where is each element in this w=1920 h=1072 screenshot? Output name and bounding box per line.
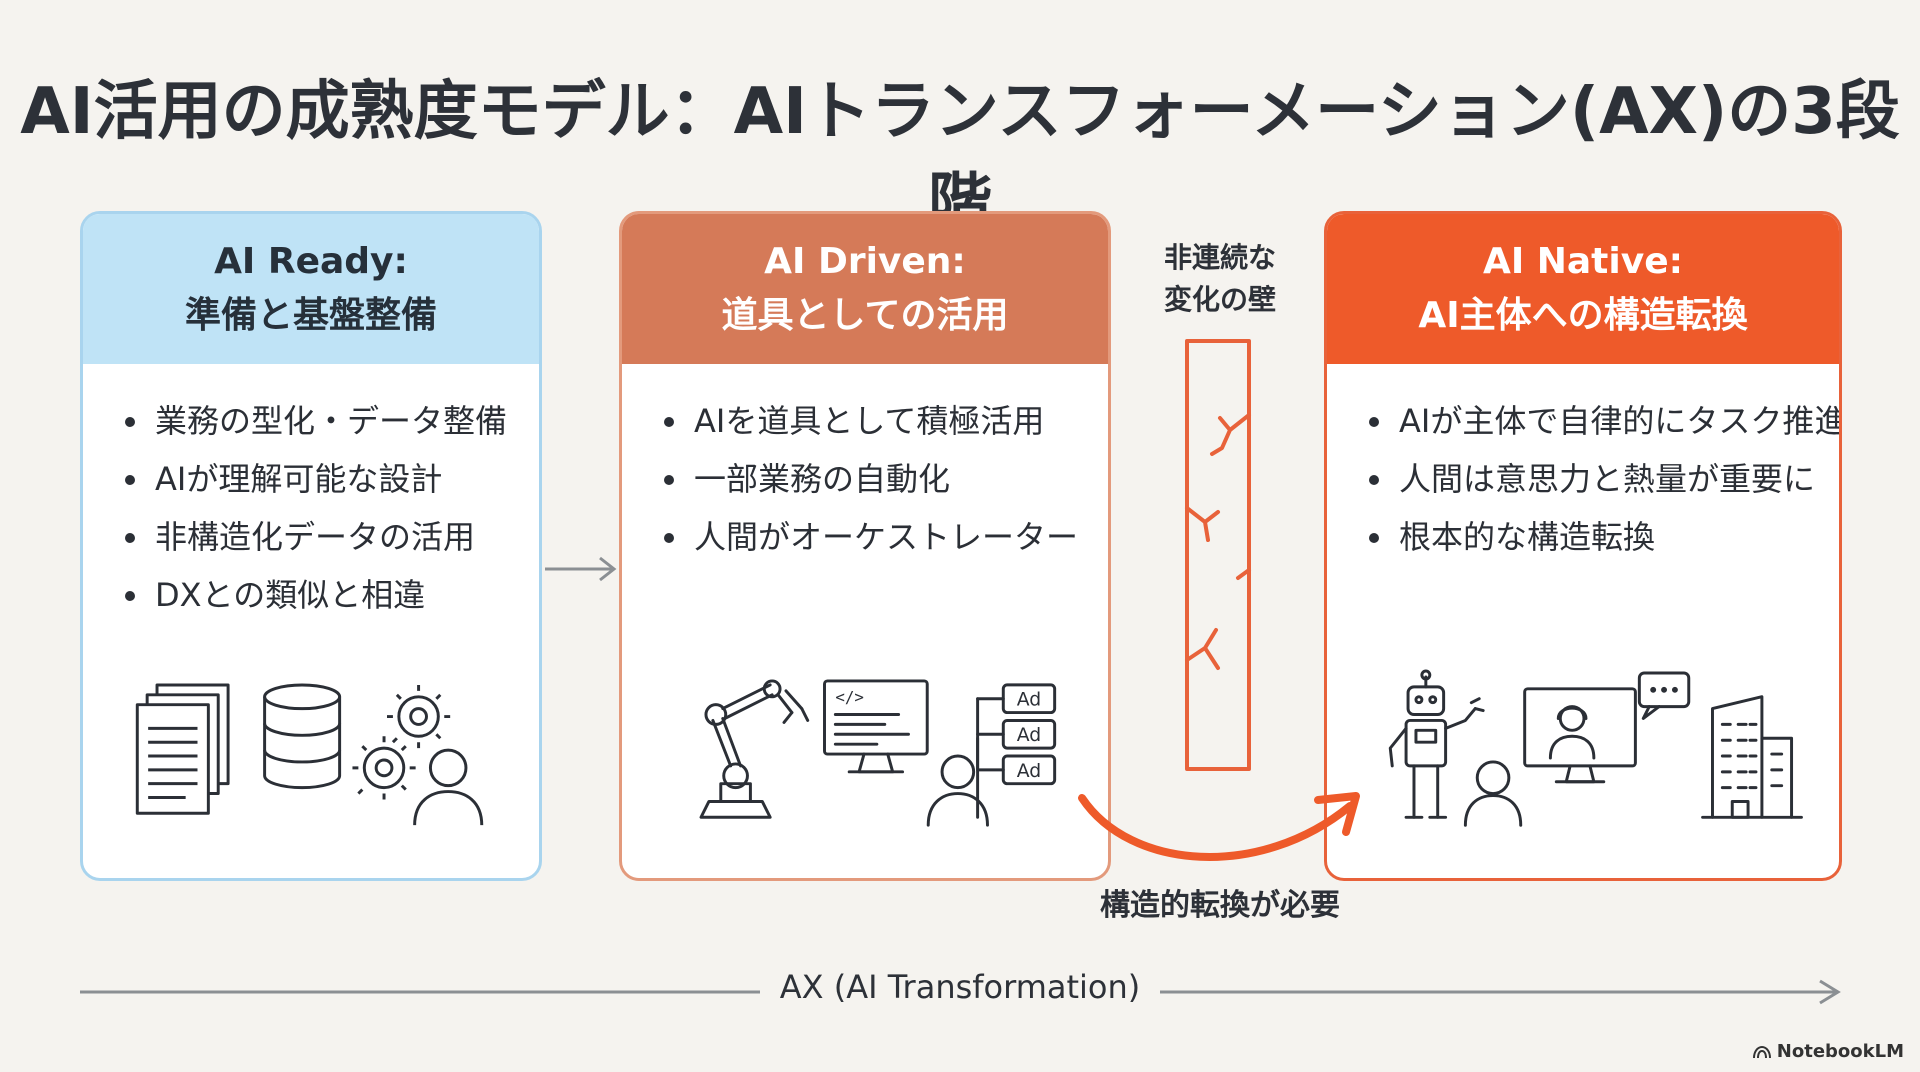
automation-illustration: </> Ad Ad Ad: [699, 679, 1057, 827]
change-wall: [1185, 339, 1251, 771]
ad-label: Ad: [1017, 761, 1041, 782]
ai-native-illustration: [1388, 669, 1803, 827]
stage-name: AI Ready:: [214, 241, 408, 282]
stage-header: AI Native: AI主体への構造転換: [1327, 214, 1839, 364]
list-item: AIが理解可能な設計: [121, 450, 539, 508]
transition-label: 構造的転換が必要: [1100, 888, 1340, 923]
svg-text:</>: </>: [835, 688, 864, 707]
ax-axis-arrow: [80, 979, 1841, 1005]
transition-arrow: [1078, 792, 1360, 861]
robot-arm-icon: [699, 679, 810, 819]
stage-bullet-list: 業務の型化・データ整備 AIが理解可能な設計 非構造化データの活用 DXとの類似…: [83, 364, 539, 624]
stage-name: AI Driven:: [764, 241, 966, 282]
list-item: 根本的な構造転換: [1365, 508, 1839, 566]
person-icon: [926, 754, 989, 827]
page-title: AI活用の成熟度モデル：AIトランスフォーメーション(AX)の3段階: [20, 75, 1900, 241]
stage-subtitle: 道具としての活用: [721, 295, 1009, 336]
database-icon: [263, 683, 342, 790]
list-item: AIを道具として積極活用: [660, 392, 1108, 450]
stage-card-ai-driven: AI Driven: 道具としての活用 AIを道具として積極活用 一部業務の自動…: [619, 211, 1111, 881]
ad-label: Ad: [1017, 690, 1041, 711]
data-preparation-illustration: [135, 683, 484, 826]
ad-label: Ad: [1017, 725, 1041, 746]
list-item: DXとの類似と相違: [121, 566, 539, 624]
stage-card-ai-ready: AI Ready: 準備と基盤整備 業務の型化・データ整備 AIが理解可能な設計…: [80, 211, 542, 881]
axis-label: AX (AI Transformation): [760, 968, 1160, 1006]
ad-boxes-icon: [976, 683, 1057, 819]
wall-label-line: 変化の壁: [1163, 283, 1276, 316]
list-item: 業務の型化・データ整備: [121, 392, 539, 450]
person-icon: [413, 748, 484, 826]
gears-icon: [352, 684, 451, 800]
stage-subtitle: AI主体への構造転換: [1418, 295, 1748, 336]
person-icon: [1463, 760, 1523, 827]
stage-bullet-list: AIが主体で自律的にタスク推進 人間は意思力と熱量が重要に 根本的な構造転換: [1327, 364, 1839, 566]
list-item: 人間は意思力と熱量が重要に: [1365, 450, 1839, 508]
stage-bullet-list: AIを道具として積極活用 一部業務の自動化 人間がオーケストレーター: [622, 364, 1108, 566]
stage-card-ai-native: AI Native: AI主体への構造転換 AIが主体で自律的にタスク推進 人間…: [1324, 211, 1842, 881]
documents-icon: [135, 683, 230, 815]
stage-name: AI Native:: [1482, 241, 1684, 282]
brand-name: NotebookLM: [1776, 1041, 1904, 1062]
stage-subtitle: 準備と基盤整備: [184, 295, 437, 336]
stage-header: AI Driven: 道具としての活用: [622, 214, 1108, 364]
notebooklm-logo-icon: [1752, 1045, 1771, 1058]
list-item: 一部業務の自動化: [660, 450, 1108, 508]
robot-icon: [1388, 669, 1485, 819]
building-icon: [1701, 695, 1803, 819]
wall-label: 非連続な 変化の壁: [1145, 237, 1295, 321]
brand-watermark: NotebookLM: [1752, 1041, 1904, 1062]
list-item: AIが主体で自律的にタスク推進: [1365, 392, 1839, 450]
video-call-monitor-icon: [1523, 671, 1691, 784]
code-monitor-icon: </>: [823, 679, 929, 774]
list-item: 非構造化データの活用: [121, 508, 539, 566]
list-item: 人間がオーケストレーター: [660, 508, 1108, 566]
wall-label-line: 非連続な: [1163, 241, 1276, 274]
arrow-right-icon: [545, 556, 617, 582]
stage-header: AI Ready: 準備と基盤整備: [83, 214, 539, 364]
